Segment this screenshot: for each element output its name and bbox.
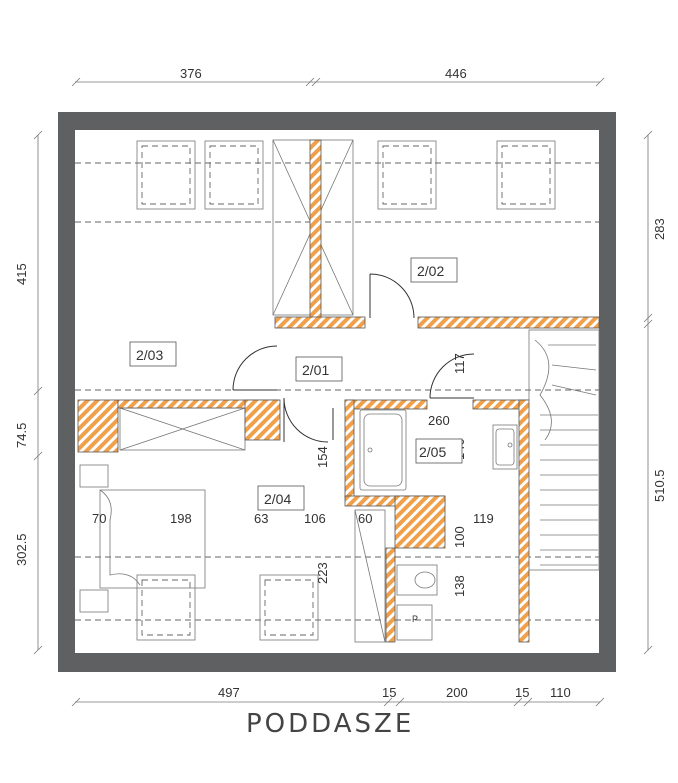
- dimension-lines: [33, 77, 653, 707]
- sink: [492, 424, 518, 470]
- room-label-2-04: 2/04: [264, 491, 291, 507]
- dim-bottom-200: 200: [446, 685, 468, 700]
- roof-slope-lines: [75, 162, 599, 621]
- dim-138: 138: [452, 575, 467, 597]
- room-label-2-03: 2/03: [136, 347, 163, 363]
- roof-windows: [136, 140, 556, 641]
- dim-60: 60: [358, 511, 372, 526]
- dim-223: 223: [315, 562, 330, 584]
- outer-wall: [58, 112, 616, 672]
- toilet: [396, 564, 438, 596]
- room-label-2-05: 2/05: [419, 444, 446, 460]
- washing-machine: [396, 604, 433, 641]
- dim-260: 260: [428, 413, 450, 428]
- room-label-2-02: 2/02: [417, 263, 444, 279]
- dim-bottom-15a: 15: [382, 685, 396, 700]
- drawing-title: PODDASZE: [246, 709, 414, 739]
- shower-area: [354, 509, 386, 643]
- dim-119: 119: [473, 511, 494, 526]
- dim-106: 106: [304, 511, 326, 526]
- dim-bottom-497: 497: [218, 685, 240, 700]
- dim-bottom-110: 110: [550, 685, 571, 700]
- dim-198: 198: [170, 511, 192, 526]
- dim-100: 100: [452, 526, 467, 548]
- dim-154: 154: [315, 446, 330, 468]
- room-labels: 2/02 2/03 2/01 2/05 2/04 P: [129, 257, 463, 624]
- dim-bottom-15b: 15: [515, 685, 529, 700]
- dimension-labels: 376 446 497 15 200 15 110 415 74.5 302.5…: [14, 66, 667, 700]
- dim-left-302-5: 302.5: [14, 533, 29, 566]
- dim-right-283: 283: [652, 218, 667, 240]
- bed: [79, 464, 206, 613]
- dim-117: 117: [452, 353, 467, 374]
- dim-top-376: 376: [180, 66, 202, 81]
- dim-right-510-5: 510.5: [652, 469, 667, 502]
- dim-left-415: 415: [14, 263, 29, 285]
- staircase: [528, 329, 600, 571]
- dim-top-446: 446: [445, 66, 467, 81]
- bathroom-fixtures: [354, 409, 518, 643]
- room-label-2-01: 2/01: [302, 362, 329, 378]
- dim-63: 63: [254, 511, 268, 526]
- bathtub: [359, 409, 407, 491]
- dim-left-74-5: 74.5: [14, 423, 29, 448]
- washer-label: P: [412, 614, 418, 624]
- dim-70: 70: [92, 511, 106, 526]
- interior-walls: [77, 139, 600, 643]
- doors: [232, 273, 475, 443]
